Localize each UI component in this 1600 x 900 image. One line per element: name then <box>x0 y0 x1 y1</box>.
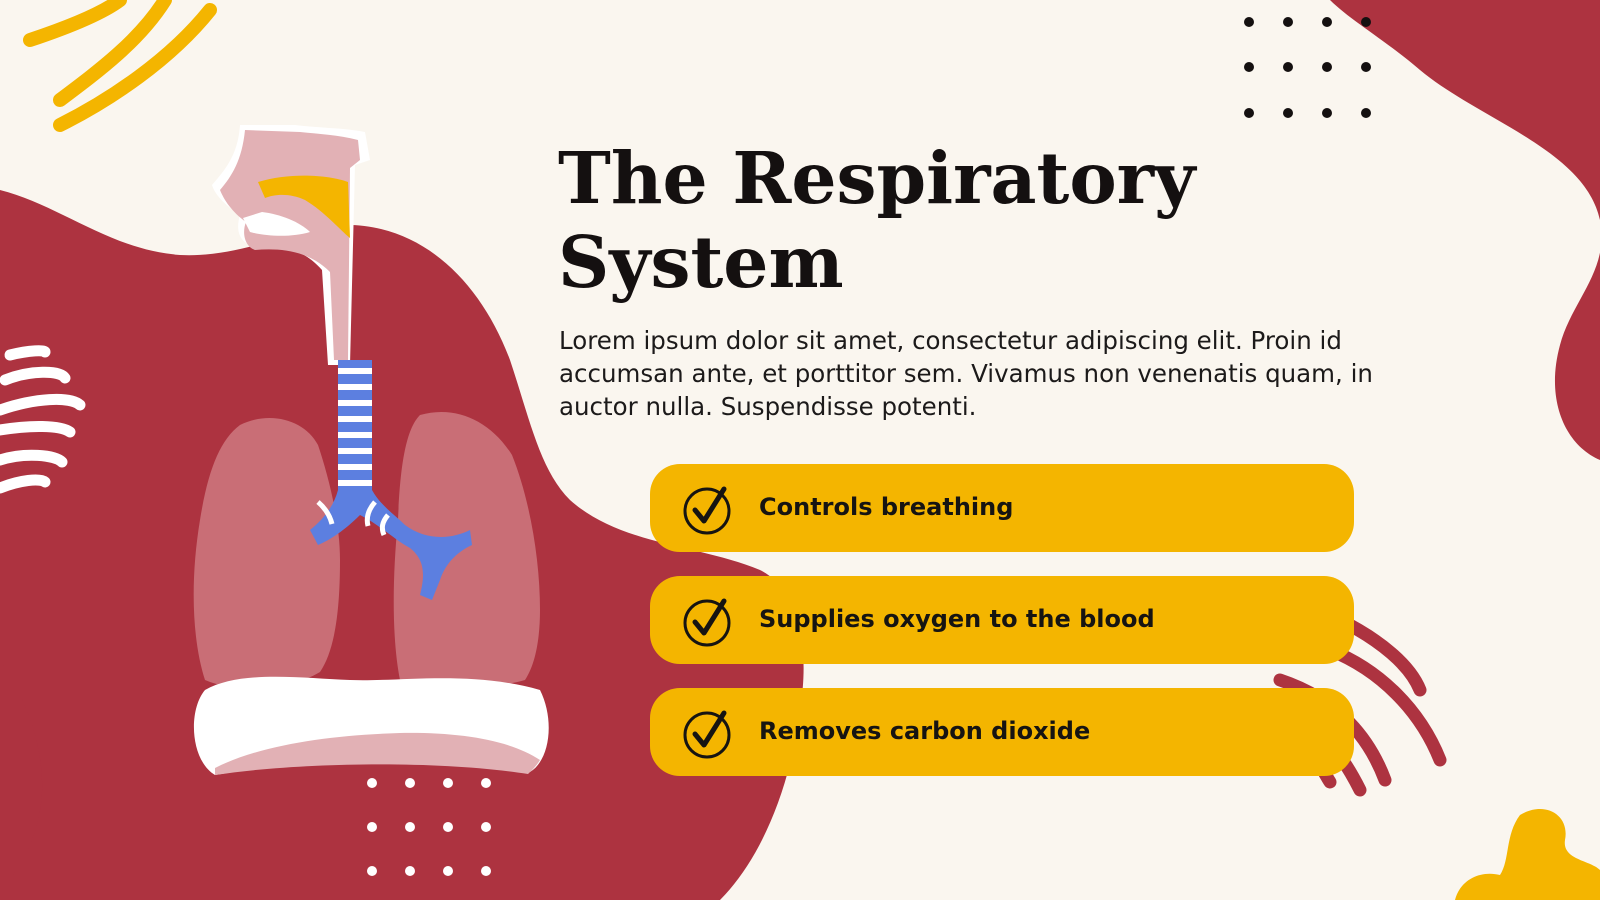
feature-label: Supplies oxygen to the blood <box>759 605 1155 633</box>
slide-title: The Respiratory System <box>558 136 1196 304</box>
dot-grid-bottom <box>367 778 491 876</box>
yellow-brush-strokes <box>23 0 217 132</box>
feature-label: Removes carbon dioxide <box>759 717 1091 745</box>
trachea <box>338 360 372 490</box>
dot-grid-top-right <box>1244 17 1371 118</box>
head-shape <box>220 130 360 360</box>
check-circle-icon <box>683 486 731 535</box>
bronchi <box>310 490 472 600</box>
feature-pill: Supplies oxygen to the blood <box>650 576 1354 664</box>
left-blob-edge <box>0 660 43 890</box>
right-lung <box>393 411 540 688</box>
slide-body-text: Lorem ipsum dolor sit amet, consectetur … <box>559 326 1373 421</box>
left-lung <box>193 417 340 689</box>
feature-pill: Controls breathing <box>650 464 1354 552</box>
nasal-cavity <box>258 175 350 238</box>
check-circle-icon <box>683 710 731 759</box>
white-brush-strokes <box>0 345 86 494</box>
feature-pill: Removes carbon dioxide <box>650 688 1354 776</box>
check-circle-icon <box>683 598 731 647</box>
bronchi-rings <box>316 500 390 536</box>
top-right-blob <box>1330 0 1600 460</box>
yellow-blob <box>1455 809 1600 900</box>
mouth <box>243 212 310 236</box>
diaphragm-inner <box>215 732 540 775</box>
feature-label: Controls breathing <box>759 493 1014 521</box>
